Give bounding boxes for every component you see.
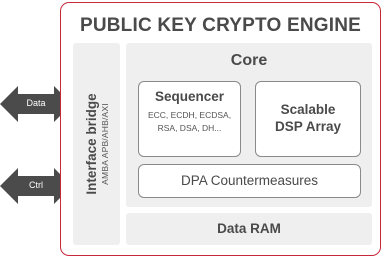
core-title: Core	[230, 52, 268, 69]
dsp-array-block: Scalable DSP Array	[255, 81, 361, 157]
sequencer-algorithms-line2: RSA, DSA, DH...	[157, 123, 222, 133]
sequencer-title: Sequencer	[154, 89, 225, 104]
core-block: Core Sequencer ECC, ECDH, ECDSA, RSA, DS…	[126, 43, 372, 207]
data-arrow-label: Data	[26, 98, 46, 108]
dsp-array-title: Scalable DSP Array	[256, 101, 360, 135]
dpa-countermeasures-block: DPA Countermeasures	[138, 164, 361, 198]
interface-bridge-block: Interface bridge AMBA APB/AHB/AXI	[73, 43, 120, 245]
crypto-engine-block: PUBLIC KEY CRYPTO ENGINE Interface bridg…	[60, 2, 381, 256]
ctrl-arrow	[0, 168, 72, 204]
data-ram-title: Data RAM	[217, 221, 281, 236]
dsp-array-title-line2: DSP Array	[274, 119, 342, 134]
interface-bridge-title: Interface bridge	[83, 93, 99, 195]
data-arrow	[0, 86, 72, 122]
ctrl-arrow-label: Ctrl	[29, 180, 43, 190]
sequencer-block: Sequencer ECC, ECDH, ECDSA, RSA, DSA, DH…	[138, 81, 241, 157]
sequencer-algorithms: ECC, ECDH, ECDSA, RSA, DSA, DH...	[139, 109, 240, 135]
data-ram-block: Data RAM	[126, 213, 372, 245]
data-arrow-shape	[0, 86, 72, 122]
sequencer-algorithms-line1: ECC, ECDH, ECDSA,	[147, 110, 232, 120]
interface-bridge-subtitle: AMBA APB/AHB/AXI	[99, 103, 110, 185]
engine-title: PUBLIC KEY CRYPTO ENGINE	[79, 15, 362, 36]
interface-bridge-text: Interface bridge AMBA APB/AHB/AXI	[84, 93, 110, 194]
dsp-array-title-line1: Scalable	[280, 102, 336, 117]
dpa-countermeasures-title: DPA Countermeasures	[180, 173, 319, 188]
ctrl-arrow-shape	[0, 168, 72, 204]
